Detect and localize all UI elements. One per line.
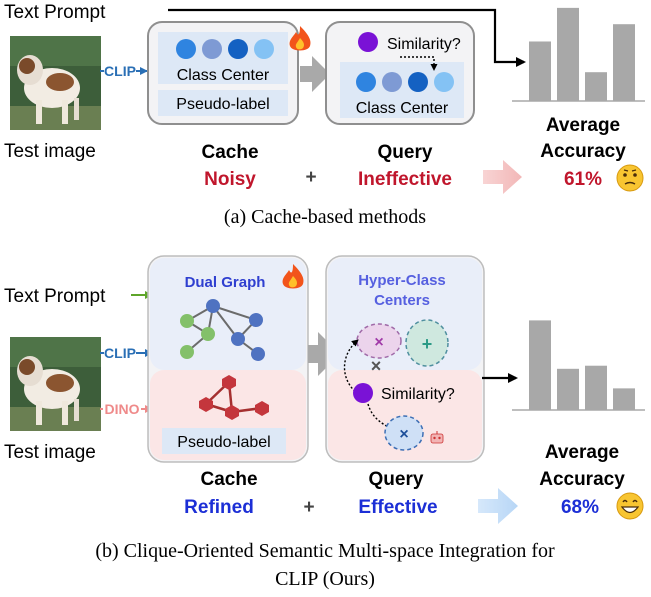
accuracy-a-bar-3 <box>585 72 607 101</box>
clip-tag-b: CLIP <box>104 345 136 361</box>
query-class-center-label: Class Center <box>356 100 449 117</box>
class-center-label-a: Class Center <box>177 67 270 84</box>
hyper-class-line2: Centers <box>374 292 430 309</box>
bars-a <box>529 7 635 102</box>
text-prompt-label-b: Text Prompt <box>4 286 106 307</box>
dino-tag-bg-b <box>103 400 141 417</box>
similarity-label-b: Similarity? <box>381 386 455 403</box>
accuracy-a-bar-4 <box>613 24 635 102</box>
qcenter-dot-2 <box>382 72 402 92</box>
graph-node <box>201 327 215 341</box>
accuracy-b-bar-1 <box>529 320 551 410</box>
clip-tag-bg-a <box>104 62 136 79</box>
query-label-b: Query <box>369 469 424 490</box>
accuracy-a-bar-2 <box>557 7 579 102</box>
bars-b <box>529 320 635 410</box>
avg-accuracy-line1-b: Average <box>545 442 619 463</box>
query-point-b <box>353 383 373 403</box>
graph-node <box>255 401 269 416</box>
transfer-arrow-a <box>300 56 330 92</box>
query-state-b: Effective <box>358 497 437 518</box>
caption-b-line1: (b) Clique-Oriented Semantic Multi-space… <box>95 540 555 562</box>
test-image-label-a: Test image <box>4 141 96 162</box>
plus-sign-b: + <box>303 497 314 518</box>
pseudo-label-panel-a <box>158 90 288 116</box>
pseudo-label-panel-b <box>162 428 286 454</box>
accuracy-a-bar-1 <box>529 41 551 101</box>
result-arrow-a <box>483 160 522 194</box>
accuracy-value-a: 61% <box>564 169 602 190</box>
caption-a: (a) Cache-based methods <box>224 206 426 228</box>
grinning-face-icon <box>616 492 644 520</box>
similarity-label-a: Similarity? <box>387 36 461 53</box>
robot-icon <box>430 431 444 444</box>
text-prompt-label-a: Text Prompt <box>4 2 106 23</box>
query-point-a <box>358 32 378 52</box>
fire-icon <box>282 264 304 289</box>
query-label-a: Query <box>378 142 433 163</box>
graph-node <box>225 405 239 420</box>
graph-node <box>206 299 220 313</box>
transfer-arrow-b <box>308 332 340 376</box>
hyper-class-cluster-3 <box>384 415 424 451</box>
cluster-center-mark: × <box>374 334 383 351</box>
cache-label-b: Cache <box>200 469 257 490</box>
cluster-center-mark: + <box>422 334 433 354</box>
dual-graph-label: Dual Graph <box>185 274 266 291</box>
clip-graph-region <box>150 258 306 370</box>
accuracy-value-b: 68% <box>561 497 599 518</box>
qcenter-dot-4 <box>434 72 454 92</box>
text-prompt-arrow-a <box>168 8 526 67</box>
result-arrow-b <box>478 488 518 524</box>
graph-node <box>180 314 194 328</box>
center-dot-a4 <box>254 39 274 59</box>
hyper-class-line1: Hyper-Class <box>358 272 446 289</box>
dino-tag-b: DINO <box>105 401 140 417</box>
pseudo-label-text-b: Pseudo-label <box>177 434 270 451</box>
hyper-class-cluster-1 <box>356 323 402 359</box>
cluster-center-mark: × <box>399 426 408 443</box>
accuracy-b-bar-2 <box>557 368 579 410</box>
graph-node <box>251 347 265 361</box>
qcenter-dot-1 <box>356 72 376 92</box>
cache-state-a: Noisy <box>204 169 256 190</box>
graph-node <box>231 332 245 346</box>
similarity-arrow-a <box>400 56 438 71</box>
similarity-arrow-b1 <box>343 339 359 395</box>
clip-tag-a: CLIP <box>104 63 136 79</box>
caption-b-line2: CLIP (Ours) <box>275 568 375 590</box>
fire-icon <box>289 26 311 51</box>
panel-a: Text Prompt Test image CLIP Class Center <box>4 2 645 228</box>
panel-b: Text Prompt Test image CLIP DINO Dual Gr… <box>4 255 645 590</box>
cache-state-b: Refined <box>184 497 254 518</box>
avg-accuracy-line2-b: Accuracy <box>539 469 625 490</box>
hyper-class-cluster-2 <box>405 319 449 367</box>
graph-node <box>249 313 263 327</box>
query-state-a: Ineffective <box>358 169 452 190</box>
test-image-label-b: Test image <box>4 442 96 463</box>
pseudo-label-text-a: Pseudo-label <box>176 96 269 113</box>
worried-face-icon <box>616 164 644 192</box>
avg-accuracy-line1-a: Average <box>546 115 620 136</box>
center-dot-a2 <box>202 39 222 59</box>
rejected-mark: × <box>371 356 382 376</box>
test-image-b <box>10 337 101 431</box>
plus-sign-a: + <box>305 167 316 188</box>
accuracy-b-bar-4 <box>613 388 635 410</box>
cache-label-a: Cache <box>201 142 258 163</box>
clip-tag-bg-b <box>104 344 136 361</box>
qcenter-dot-3 <box>408 72 428 92</box>
center-dot-a1 <box>176 39 196 59</box>
test-image-a <box>10 36 101 130</box>
center-dot-a3 <box>228 39 248 59</box>
graph-node <box>222 375 236 390</box>
avg-accuracy-line2-a: Accuracy <box>540 141 626 162</box>
graph-node <box>199 397 213 412</box>
graph-node <box>180 345 194 359</box>
accuracy-b-bar-3 <box>585 365 607 410</box>
